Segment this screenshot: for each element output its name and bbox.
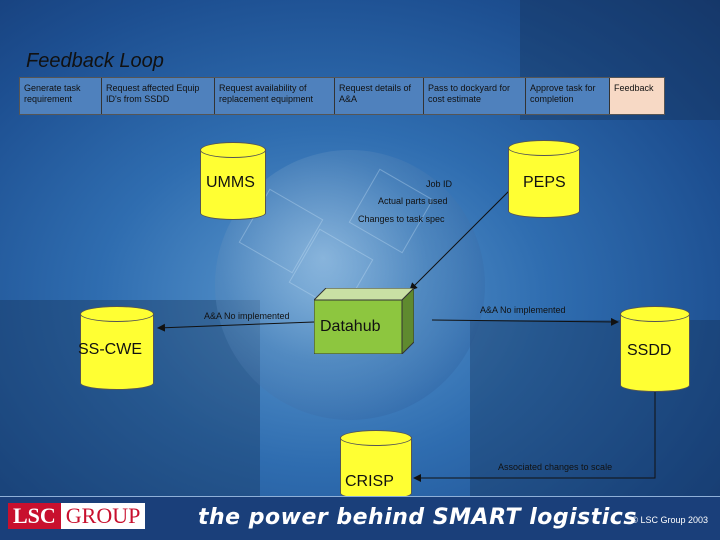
aa-left-annotation: A&A No implemented	[204, 311, 290, 321]
step-pass-to-dockyard: Pass to dockyard for cost estimate	[423, 78, 525, 114]
arrow-peps-to-datahub	[409, 189, 511, 291]
sscwe-database: SS-CWE	[78, 306, 154, 390]
process-steps: Generate task requirement Request affect…	[19, 77, 665, 115]
slide-title: Feedback Loop	[26, 50, 164, 72]
step-label: Feedback	[614, 83, 654, 93]
umms-database: UMMS	[200, 142, 266, 220]
crisp-database: CRISP	[340, 430, 412, 500]
datahub-label: Datahub	[320, 318, 381, 335]
step-label: Approve task for completion	[530, 83, 596, 104]
tagline: the power behind SMART logistics	[198, 505, 637, 530]
sscwe-label: SS-CWE	[78, 341, 142, 358]
peps-database: PEPS	[508, 140, 580, 218]
actual-parts-annotation: Actual parts used	[378, 196, 448, 206]
changes-task-spec-annotation: Changes to task spec	[358, 214, 445, 224]
step-label: Generate task requirement	[24, 83, 81, 104]
step-feedback: Feedback	[609, 78, 665, 114]
arrow-datahub-to-ssdd	[431, 317, 619, 326]
copyright: © LSC Group 2003	[631, 515, 708, 525]
step-request-details: Request details of A&A	[334, 78, 423, 114]
umms-label: UMMS	[206, 174, 255, 191]
step-approve-task: Approve task for completion	[525, 78, 609, 114]
logo-group-text: GROUP	[60, 503, 146, 529]
step-request-equip-ids: Request affected Equip ID's from SSDD	[101, 78, 214, 114]
arrow-datahub-to-sscwe	[157, 321, 315, 332]
arrow-ssdd-to-crisp	[413, 392, 656, 482]
step-request-availability: Request availability of replacement equi…	[214, 78, 334, 114]
lsc-group-logo: LSC GROUP	[8, 503, 146, 529]
step-label: Pass to dockyard for cost estimate	[428, 83, 511, 104]
step-label: Request details of A&A	[339, 83, 412, 104]
assoc-changes-annotation: Associated changes to scale	[498, 462, 613, 472]
job-id-annotation: Job ID	[426, 179, 453, 189]
step-label: Request availability of replacement equi…	[219, 83, 314, 104]
crisp-label: CRISP	[345, 473, 394, 490]
ssdd-label: SSDD	[627, 342, 672, 359]
datahub-node: Datahub	[314, 288, 414, 354]
footer-bar: LSC GROUP the power behind SMART logisti…	[0, 496, 720, 540]
aa-right-annotation: A&A No implemented	[480, 305, 566, 315]
logo-lsc-text: LSC	[8, 503, 61, 529]
step-generate-task: Generate task requirement	[20, 78, 101, 114]
ssdd-database: SSDD	[620, 306, 690, 392]
peps-label: PEPS	[523, 174, 566, 191]
step-label: Request affected Equip ID's from SSDD	[106, 83, 200, 104]
